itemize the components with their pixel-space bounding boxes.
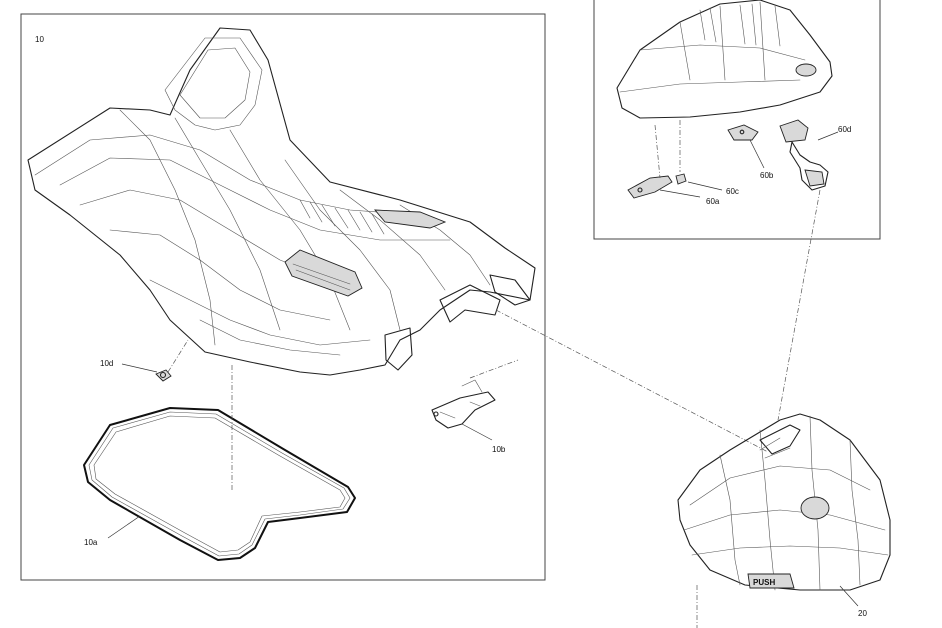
seat-gasket [83, 407, 356, 561]
latch-detail-frame [593, 0, 881, 240]
seat-assembly-frame [20, 13, 546, 581]
latch-handle-label: 60d [838, 125, 851, 134]
seat-gasket-label: 10a [84, 538, 98, 547]
seat-fastener [155, 369, 172, 382]
seat-bracket-label: 10b [492, 445, 506, 454]
storage-cover-label: 20 [858, 609, 867, 618]
cover-push-text: PUSH [753, 578, 775, 587]
storage-cover [677, 413, 891, 591]
seat-fastener-label: 10d [100, 359, 113, 368]
cover-lock-recess [800, 496, 830, 520]
latch-nut [675, 173, 687, 185]
latch-plate-label: 60a [706, 197, 720, 206]
latch-housing [616, 0, 833, 119]
seat-body [27, 27, 536, 376]
latch-clip-label: 60b [760, 171, 774, 180]
seat-bracket [431, 379, 496, 429]
seat-assembly-label: 10 [35, 35, 44, 44]
latch-plate [627, 175, 673, 199]
latch-handle [779, 119, 829, 191]
seat-logo-plate [284, 249, 363, 297]
latch-nut-label: 60c [726, 187, 739, 196]
latch-clip [727, 124, 759, 141]
